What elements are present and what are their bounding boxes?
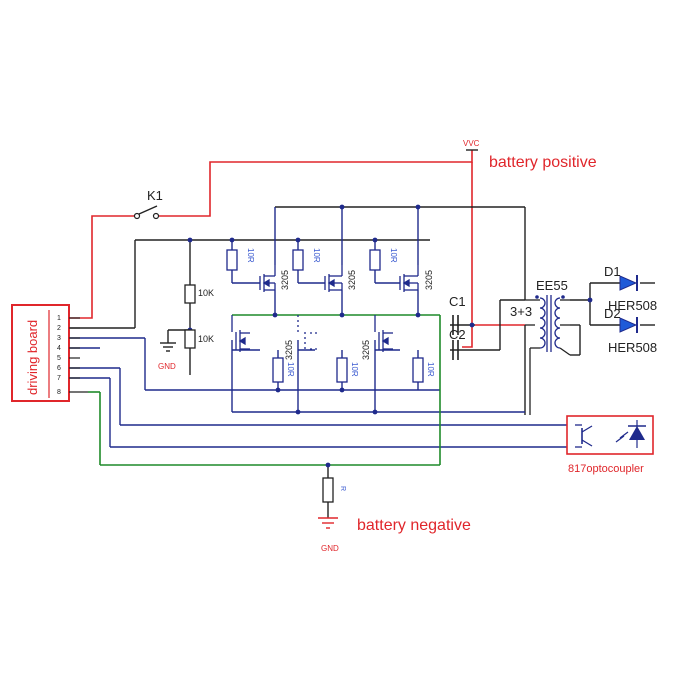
label-battery-positive: battery positive [489,154,597,171]
label-d2: D2 [604,306,621,321]
label-r-bottom: R [339,486,346,491]
pin-label: 1 [57,315,61,322]
optocoupler-817 [566,415,654,455]
diode-d2 [619,317,638,333]
pin-label: 3 [57,335,61,342]
label-10r-bottom-3: 10R [426,362,435,377]
pin-label: 2 [57,325,61,332]
label-driving-board: driving board [25,320,40,395]
mosfet-bottom-2 [297,315,320,350]
red-wires [70,150,525,348]
mosfet-bottom-1 [231,315,250,352]
resistor-bottom [322,477,334,503]
label-k1: K1 [147,188,163,203]
label-3205-top-2: 3205 [347,270,357,290]
pin-label: 5 [57,355,61,362]
mosfets-top [259,265,419,292]
label-10r-bottom-2: 10R [350,362,359,377]
label-c2: C2 [449,327,466,342]
transformer-ee55 [525,295,571,415]
label-3205-top-1: 3205 [280,270,290,290]
pin-label: 6 [57,365,61,372]
label-c1: C1 [449,294,466,309]
label-optocoupler: 817optocoupler [568,463,644,475]
label-10r-top-3: 10R [389,248,398,263]
label-gnd-bottom: GND [321,544,339,553]
label-3205-top-3: 3205 [424,270,434,290]
mosfet-top-2 [324,265,343,292]
driving-board-connector [11,304,88,402]
pin-label: 8 [57,389,61,396]
mosfet-top-1 [259,265,276,292]
label-battery-negative: battery negative [357,517,471,534]
blue-wires [70,207,575,448]
resistor-10k-b [184,329,196,349]
label-her508-2: HER508 [608,340,657,355]
capacitors [452,315,459,360]
label-10r-top-2: 10R [312,248,321,263]
mosfet-top-3 [399,265,419,292]
gnd-symbol-bottom [318,517,338,529]
label-gnd-top: GND [158,362,176,371]
label-d1: D1 [604,264,621,279]
transformer-dots [535,295,565,299]
connector-pin-labels: 1 2 3 4 5 6 7 8 [57,315,61,396]
label-10k-a: 10K [198,288,214,298]
label-10r-top-1: 10R [246,248,255,263]
pin-label: 7 [57,375,61,382]
resistor-10k-a [184,284,196,304]
label-vvc: VVC [463,139,480,148]
junction-dots [187,204,593,468]
resistor-10k-group [184,284,196,349]
gate-resistors-bottom [272,357,424,383]
label-her508-1: HER508 [608,298,657,313]
mosfet-bottom-3 [374,315,393,352]
label-10k-b: 10K [198,334,214,344]
label-3205-bottom-1: 3205 [284,340,294,360]
diode-d1 [619,275,638,291]
gate-resistors-top [226,249,381,271]
switch-k1 [133,205,160,220]
gnd-symbol-top [160,342,176,352]
pin-label: 4 [57,345,61,352]
mosfets-bottom [231,315,393,352]
label-ee55: EE55 [536,278,568,293]
label-10r-bottom-1: 10R [286,362,295,377]
black-wires [70,206,655,518]
driving-board-box [11,304,70,402]
label-3plus3: 3+3 [510,304,532,319]
green-wires [88,314,441,466]
label-3205-bottom-2: 3205 [361,340,371,360]
